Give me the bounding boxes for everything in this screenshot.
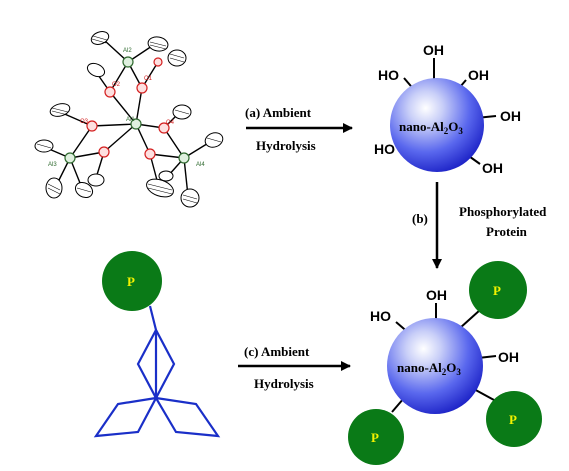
step-c-line1: (c) Ambient [244, 344, 310, 359]
step-b-reagent-line2: Protein [486, 224, 528, 239]
nanoparticle-top-label: nano-Al2O3 [399, 119, 463, 136]
bound-protein-label: P [493, 283, 501, 298]
tethered-protein-label: P [127, 274, 135, 289]
bound-protein-lower-right: P [486, 391, 542, 447]
hydroxyl-lower-right: OH [482, 160, 503, 176]
atom-label-o3: O3 [80, 119, 89, 125]
oxygen-atoms [86, 57, 170, 160]
aluminum-atoms [64, 56, 190, 164]
nanoparticle-top-sphere [390, 78, 484, 172]
nanoparticle-bottom: nano-Al2O3 HO OH OH P P P [348, 261, 542, 465]
hydroxyl-right: OH [500, 108, 521, 124]
hydroxyl-bottom-right: OH [498, 349, 519, 365]
atom-label-al1: Al1 [126, 117, 135, 123]
hydroxyl-lower-left: HO [374, 141, 395, 157]
nanoparticle-bottom-label: nano-Al2O3 [397, 360, 461, 377]
nanoparticle-top: nano-Al2O3 OH HO OH HO OH OH [374, 42, 521, 176]
hydroxyl-upper-right: OH [468, 67, 489, 83]
hydroxyl-top: OH [423, 42, 444, 58]
tethered-protein: P [93, 251, 221, 438]
arrow-c: (c) Ambient Hydrolysis [238, 344, 351, 391]
atom-label-al4: Al4 [196, 162, 205, 168]
triptycene-linker [93, 327, 221, 438]
ellipsoid-hatching [36, 35, 222, 204]
hydroxyl-bottom-top: OH [426, 287, 447, 303]
step-b-label: (b) [412, 211, 428, 226]
atom-label-al3: Al3 [48, 162, 57, 168]
atom-label-o1: O1 [144, 76, 153, 82]
bound-protein-label: P [509, 412, 517, 427]
atom-label-o2: O2 [112, 82, 121, 88]
bound-protein-lower-left: P [348, 409, 404, 465]
atom-label-al2: Al2 [123, 48, 132, 54]
tethered-protein-sphere [102, 251, 162, 311]
arrow-a: (a) Ambient Hydrolysis [245, 105, 353, 153]
step-a-line2: Hydrolysis [256, 138, 316, 153]
crystal-structure [34, 31, 224, 208]
hydroxyl-bottom-left: HO [370, 308, 391, 324]
bound-protein-label: P [371, 430, 379, 445]
arrow-b: (b) Phosphorylated Protein [412, 182, 547, 269]
nanoparticle-bottom-sphere [387, 318, 483, 414]
step-c-line2: Hydrolysis [254, 376, 314, 391]
hydroxyl-upper-left: HO [378, 67, 399, 83]
atom-label-o4: O4 [166, 120, 175, 126]
bound-protein-upper-right: P [469, 261, 527, 319]
step-b-reagent-line1: Phosphorylated [459, 204, 547, 219]
atom-labels: Al2 O2 O1 Al1 O3 O4 Al3 Al4 [48, 48, 205, 168]
step-a-line1: (a) Ambient [245, 105, 312, 120]
